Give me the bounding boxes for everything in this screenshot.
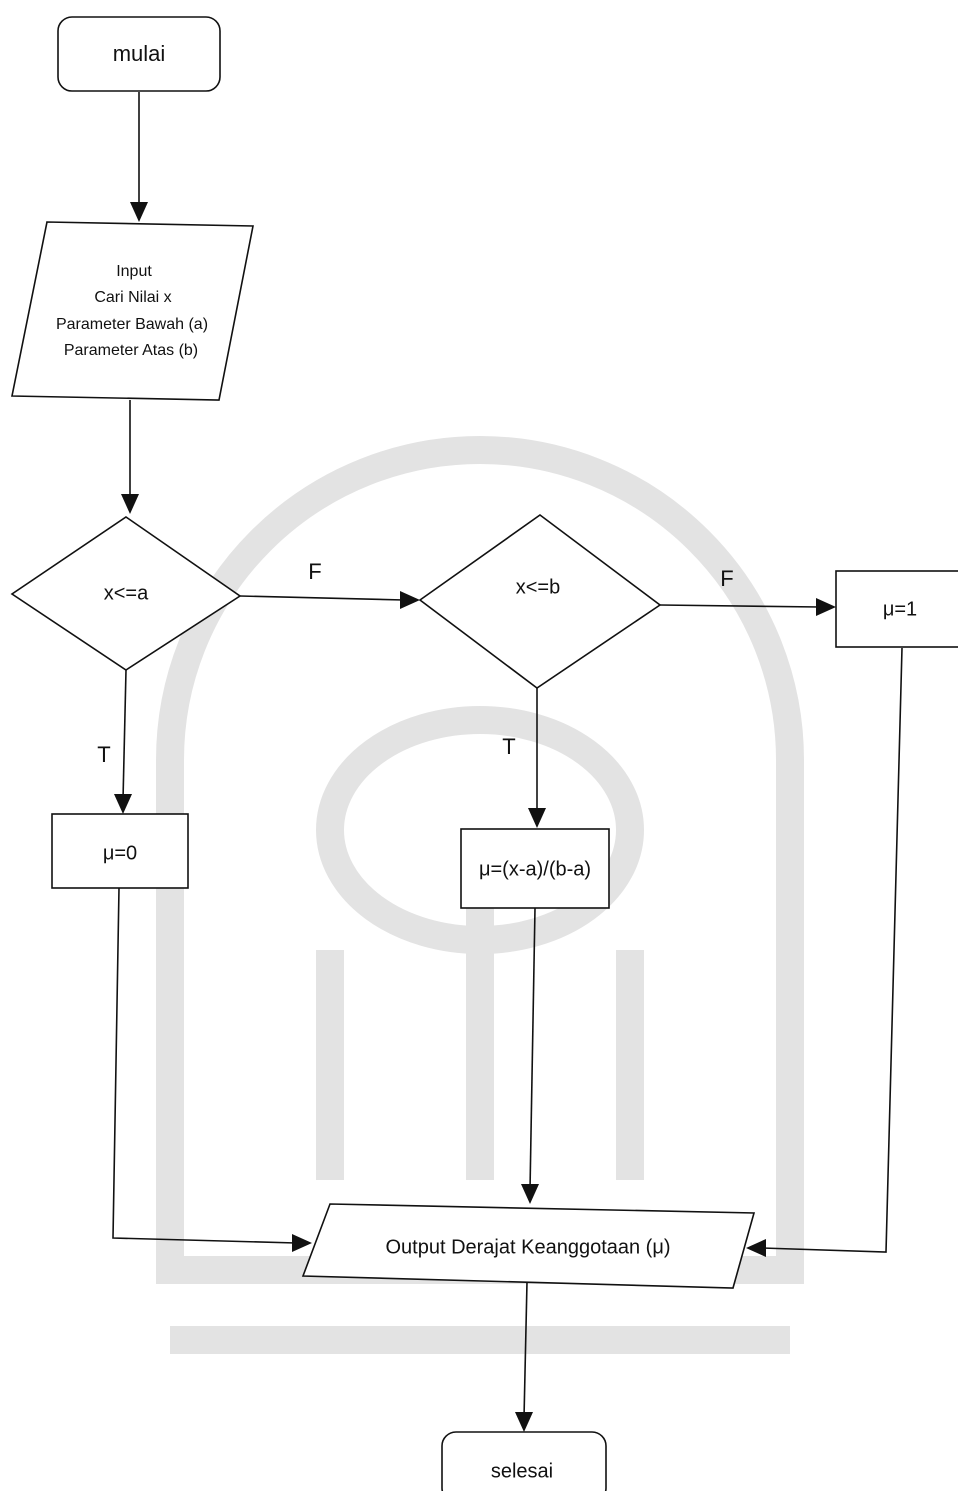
process-mu0-label: μ=0 xyxy=(103,842,137,864)
process-mu-formula: μ=(x-a)/(b-a) xyxy=(460,828,610,909)
connector-decision1-mu0 xyxy=(122,669,127,801)
connector-output-end xyxy=(523,1281,528,1419)
end-terminal: selesai xyxy=(441,1431,607,1491)
decision1-label: x<=a xyxy=(104,582,149,604)
connector-decision1-decision2 xyxy=(239,595,405,601)
arrowhead-formula xyxy=(528,808,546,828)
input-label-line1: Input xyxy=(116,263,152,280)
branch-label-d2-true: T xyxy=(502,734,515,759)
connector-mu0-output xyxy=(112,887,297,1244)
output-label: Output Derajat Keanggotaan (μ) xyxy=(385,1236,670,1258)
branch-labels: F F T T xyxy=(97,559,733,767)
start-label: mulai xyxy=(113,41,166,66)
arrowhead-output-right xyxy=(746,1239,766,1257)
branch-label-d1-false: F xyxy=(308,559,321,584)
output-parallelogram: Output Derajat Keanggotaan (μ) xyxy=(301,1203,756,1289)
input-label-line4: Parameter Atas (b) xyxy=(64,342,198,359)
process-mu-0: μ=0 xyxy=(51,813,189,889)
process-formula-label: μ=(x-a)/(b-a) xyxy=(479,858,591,880)
process-mu1-label: μ=1 xyxy=(883,598,917,620)
input-label-line2: Cari Nilai x xyxy=(94,289,171,306)
arrowhead-output-top xyxy=(521,1184,539,1204)
process-mu-1: μ=1 xyxy=(835,570,958,648)
arrowhead-end xyxy=(515,1412,533,1432)
decision2-label: x<=b xyxy=(516,576,560,598)
branch-label-d1-true: T xyxy=(97,742,110,767)
decision-x-le-b: x<=b xyxy=(418,514,662,689)
arrowhead-mu0 xyxy=(114,794,132,814)
decision-x-le-a: x<=a xyxy=(10,516,242,671)
arrowhead-input xyxy=(130,202,148,222)
arrowhead-decision2 xyxy=(400,591,420,609)
input-label-line3: Parameter Bawah (a) xyxy=(56,316,208,333)
connector-decision2-mu1 xyxy=(659,604,821,608)
input-parallelogram: Input Cari Nilai x Parameter Bawah (a) P… xyxy=(11,221,254,401)
arrowhead-decision1 xyxy=(121,494,139,514)
connector-formula-output xyxy=(529,907,536,1191)
connectors xyxy=(112,92,903,1432)
start-terminal: mulai xyxy=(57,16,221,92)
branch-label-d2-false: F xyxy=(720,566,733,591)
arrowhead-output-left xyxy=(292,1234,312,1252)
arrowhead-mu1 xyxy=(816,598,836,616)
end-label: selesai xyxy=(491,1460,553,1482)
connector-mu1-output xyxy=(761,647,903,1253)
